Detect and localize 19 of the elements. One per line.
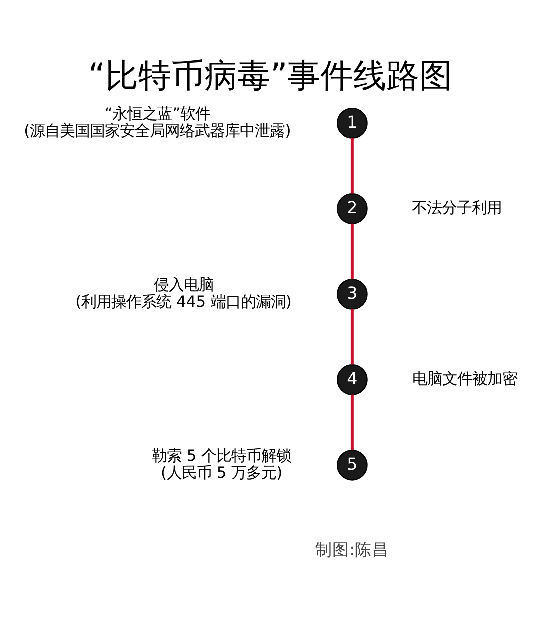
- node-label: 侵入电脑: [154, 276, 214, 294]
- node-circle: 2: [337, 192, 368, 224]
- node-label: 电脑文件被加密: [412, 369, 518, 388]
- node-label: 勒索 5 个比特币解锁: [152, 446, 292, 465]
- node-label: “永恒之蓝”软件: [104, 104, 211, 123]
- node-label: (利用操作系统 445 端口的漏洞): [76, 292, 292, 310]
- label: 制图:陈昌: [316, 540, 390, 559]
- node-label: (源自美国国家安全局网络武器库中泄露): [24, 121, 292, 140]
- diagram-title: “比特币病毒”事件线路图: [88, 56, 453, 95]
- node-circle: 5: [337, 449, 368, 480]
- node-label: (人民币 5 万多元): [160, 463, 283, 482]
- node-circle: 1: [337, 108, 368, 138]
- connector: [350, 308, 354, 364]
- node-label: 不法分子利用: [412, 198, 502, 216]
- node-circle: 4: [337, 364, 368, 395]
- connector: [350, 394, 354, 450]
- connector: [350, 223, 354, 279]
- node-circle: 3: [337, 278, 368, 310]
- connector: [350, 138, 354, 194]
